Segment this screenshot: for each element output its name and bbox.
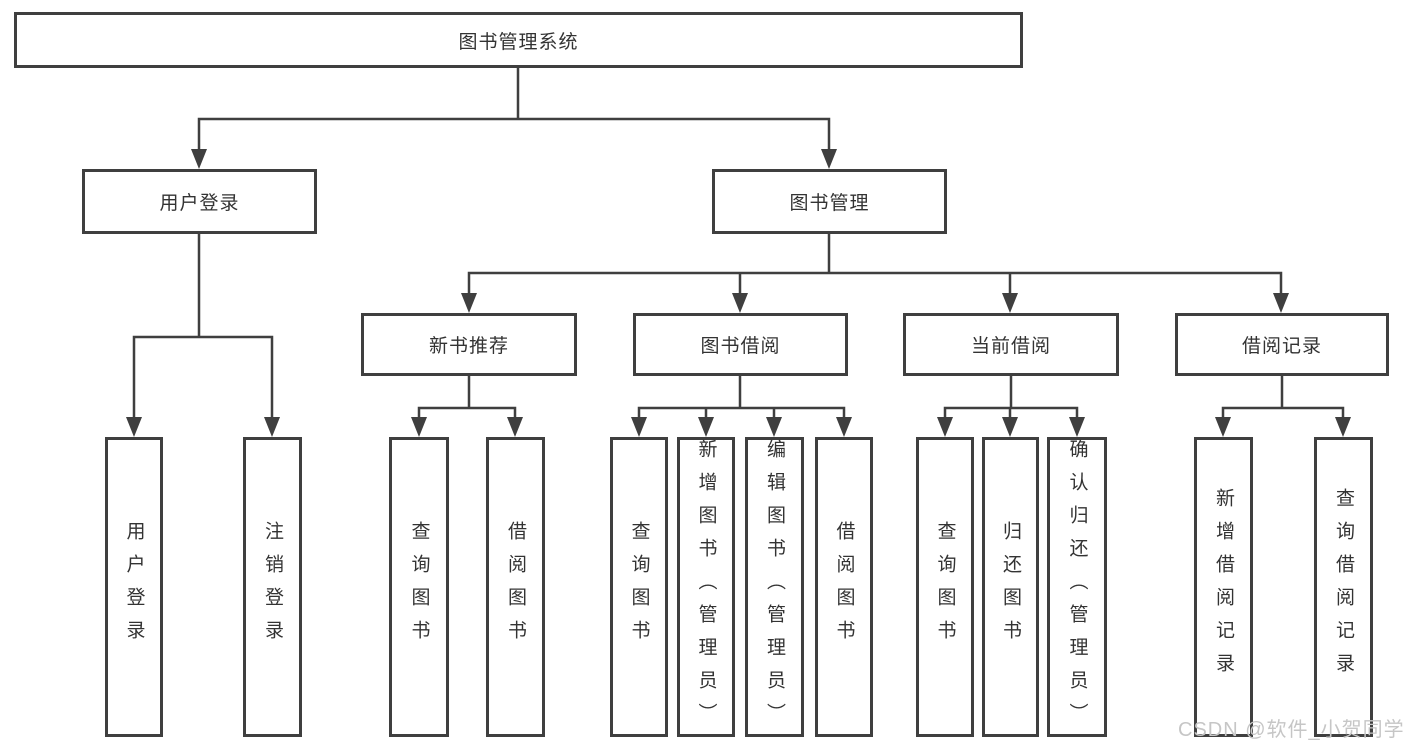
leaf-add-borrow-record: 新增借阅记录 <box>1194 437 1253 737</box>
arrow-down-icon <box>1273 293 1289 313</box>
arrow-down-icon <box>1002 293 1018 313</box>
leaf-user-login: 用户登录 <box>105 437 163 737</box>
node-borrowing-records: 借阅记录 <box>1175 313 1389 376</box>
leaf-label: 查询图书 <box>408 521 430 653</box>
arrow-down-icon <box>461 293 477 313</box>
arrow-down-icon <box>732 293 748 313</box>
connector-currentborrow-to-leaves <box>943 376 1079 421</box>
arrow-down-icon <box>1069 417 1085 437</box>
arrow-down-icon <box>126 417 142 437</box>
connector-bookmgmt-to-level3 <box>467 234 1283 295</box>
arrow-down-icon <box>264 417 280 437</box>
leaf-borrow-books-1: 借阅图书 <box>486 437 545 737</box>
node-book-management: 图书管理 <box>712 169 947 234</box>
arrow-down-icon <box>821 149 837 169</box>
leaf-query-books-2: 查询图书 <box>610 437 668 737</box>
leaf-query-books-3: 查询图书 <box>916 437 974 737</box>
leaf-label: 查询图书 <box>628 521 650 653</box>
leaf-add-books-admin: 新增图书（管理员） <box>677 437 735 737</box>
leaf-label: 查询图书 <box>934 521 956 653</box>
arrow-down-icon <box>766 417 782 437</box>
node-book-borrowing: 图书借阅 <box>633 313 848 376</box>
node-current-borrowing: 当前借阅 <box>903 313 1119 376</box>
connector-root-to-level2 <box>197 68 831 151</box>
leaf-logout: 注销登录 <box>243 437 302 737</box>
connector-userlogin-to-leaves <box>132 234 274 421</box>
arrow-down-icon <box>631 417 647 437</box>
leaf-return-books: 归还图书 <box>982 437 1039 737</box>
leaf-label: 新增借阅记录 <box>1213 488 1234 686</box>
node-new-book-recommendation: 新书推荐 <box>361 313 577 376</box>
arrow-down-icon <box>698 417 714 437</box>
arrow-down-icon <box>191 149 207 169</box>
connector-records-to-leaves <box>1221 376 1345 421</box>
node-library-management-system: 图书管理系统 <box>14 12 1023 68</box>
leaf-label: 确认归还（管理员） <box>1066 438 1088 736</box>
leaf-borrow-books-2: 借阅图书 <box>815 437 873 737</box>
leaf-label: 注销登录 <box>262 521 283 653</box>
connector-newbookrec-to-leaves <box>417 376 517 421</box>
leaf-label: 查询借阅记录 <box>1333 488 1354 686</box>
arrow-down-icon <box>1215 417 1231 437</box>
arrow-down-icon <box>507 417 523 437</box>
arrow-down-icon <box>937 417 953 437</box>
connector-bookborrow-to-leaves <box>637 376 846 421</box>
watermark: CSDN @软件_小贺同学 <box>1178 719 1405 741</box>
leaf-query-borrow-record: 查询借阅记录 <box>1314 437 1373 737</box>
arrow-down-icon <box>836 417 852 437</box>
node-user-login: 用户登录 <box>82 169 317 234</box>
leaf-label: 借阅图书 <box>833 521 855 653</box>
leaf-query-books-1: 查询图书 <box>389 437 449 737</box>
leaf-edit-books-admin: 编辑图书（管理员） <box>745 437 804 737</box>
leaf-label: 归还图书 <box>1000 521 1021 653</box>
arrow-down-icon <box>1335 417 1351 437</box>
leaf-label: 借阅图书 <box>505 521 526 653</box>
arrow-down-icon <box>411 417 427 437</box>
leaf-label: 用户登录 <box>123 521 145 653</box>
arrow-down-icon <box>1002 417 1018 437</box>
leaf-label: 编辑图书（管理员） <box>764 438 785 736</box>
leaf-label: 新增图书（管理员） <box>695 438 717 736</box>
leaf-confirm-return-admin: 确认归还（管理员） <box>1047 437 1107 737</box>
